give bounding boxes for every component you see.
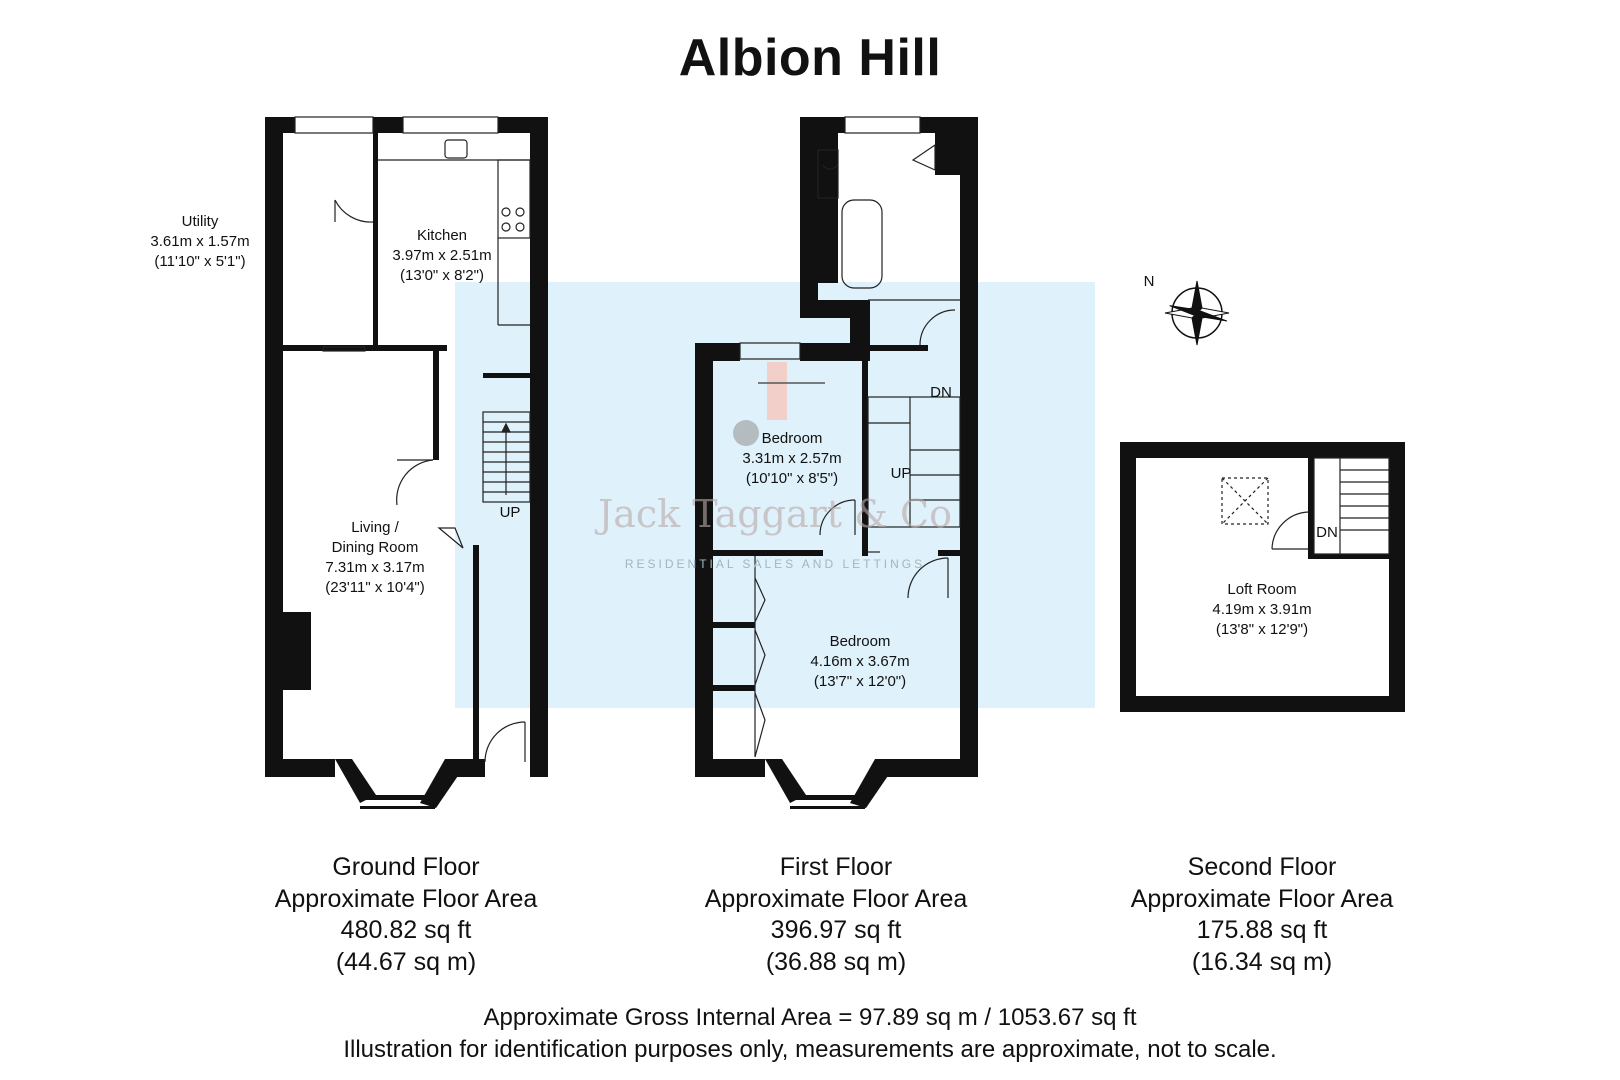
- living-metric: 7.31m x 3.17m: [325, 559, 424, 576]
- radiator-marker: [767, 362, 787, 420]
- bedroom-large-name: Bedroom: [830, 633, 891, 650]
- ceiling-light-marker: [733, 420, 759, 446]
- floor-area-sqft: 396.97 sq ft: [770, 916, 902, 944]
- bedroom-small-metric: 3.31m x 2.57m: [742, 450, 841, 467]
- floor-name: Second Floor: [1187, 853, 1337, 881]
- first-floor-details: [739, 116, 961, 758]
- compass-north-label: N: [1144, 273, 1155, 290]
- utility-metric: 3.61m x 1.57m: [150, 233, 249, 250]
- first-stair-up-label: UP: [891, 465, 912, 482]
- utility-name: Utility: [182, 213, 219, 230]
- kitchen-metric: 3.97m x 2.51m: [392, 247, 491, 264]
- footer: Approximate Gross Internal Area = 97.89 …: [0, 1002, 1620, 1065]
- disclaimer: Illustration for identification purposes…: [343, 1035, 1277, 1063]
- watermark-box: [455, 282, 1095, 708]
- ground-floor-summary: Ground Floor Approximate Floor Area 480.…: [226, 852, 586, 978]
- floor-area-label: Approximate Floor Area: [704, 884, 968, 913]
- loft-name: Loft Room: [1227, 581, 1296, 598]
- kitchen-name: Kitchen: [417, 227, 467, 244]
- floor-name: First Floor: [779, 853, 893, 881]
- floor-area-sqm: (44.67 sq m): [335, 947, 477, 976]
- floor-area-sqft: 480.82 sq ft: [340, 916, 472, 944]
- living-name-line1: Living /: [351, 519, 399, 536]
- second-stair-dn-label: DN: [1316, 524, 1338, 541]
- watermark-tagline: RESIDENTIAL SALES AND LETTINGS: [625, 557, 925, 571]
- floor-area-sqm: (36.88 sq m): [765, 947, 907, 976]
- bedroom-large-imperial: (13'7" x 12'0"): [814, 673, 906, 690]
- utility-imperial: (11'10" x 5'1"): [154, 253, 245, 270]
- floor-name: Ground Floor: [332, 853, 480, 881]
- compass-icon: [1164, 280, 1230, 346]
- gross-area: Approximate Gross Internal Area = 97.89 …: [483, 1004, 1137, 1031]
- loft-metric: 4.19m x 3.91m: [1212, 601, 1311, 618]
- watermark-name: Jack Taggart & Co: [594, 492, 952, 536]
- loft-imperial: (13'8" x 12'9"): [1216, 621, 1308, 638]
- bedroom-small-imperial: (10'10" x 8'5"): [746, 470, 838, 487]
- floor-area-sqft: 175.88 sq ft: [1196, 916, 1328, 944]
- second-floor-plan: [1120, 442, 1405, 712]
- floor-area-label: Approximate Floor Area: [274, 884, 538, 913]
- kitchen-imperial: (13'0" x 8'2"): [400, 267, 484, 284]
- ground-floor-plan: [265, 117, 548, 809]
- ground-floor-details: [294, 116, 531, 763]
- second-floor-summary: Second Floor Approximate Floor Area 175.…: [1082, 852, 1442, 978]
- first-stair-dn-label: DN: [930, 384, 952, 401]
- bedroom-large-metric: 4.16m x 3.67m: [810, 653, 909, 670]
- living-name-line2: Dining Room: [332, 539, 419, 556]
- floor-area-label: Approximate Floor Area: [1130, 884, 1394, 913]
- first-floor-summary: First Floor Approximate Floor Area 396.9…: [656, 852, 1016, 978]
- first-floor-plan: [695, 117, 978, 809]
- page-title: Albion Hill: [678, 29, 942, 87]
- second-floor-details: [1221, 457, 1390, 555]
- living-imperial: (23'11" x 10'4"): [325, 579, 425, 596]
- ground-stair-up-label: UP: [500, 504, 521, 521]
- floor-area-sqm: (16.34 sq m): [1191, 947, 1333, 976]
- bedroom-small-name: Bedroom: [762, 430, 823, 447]
